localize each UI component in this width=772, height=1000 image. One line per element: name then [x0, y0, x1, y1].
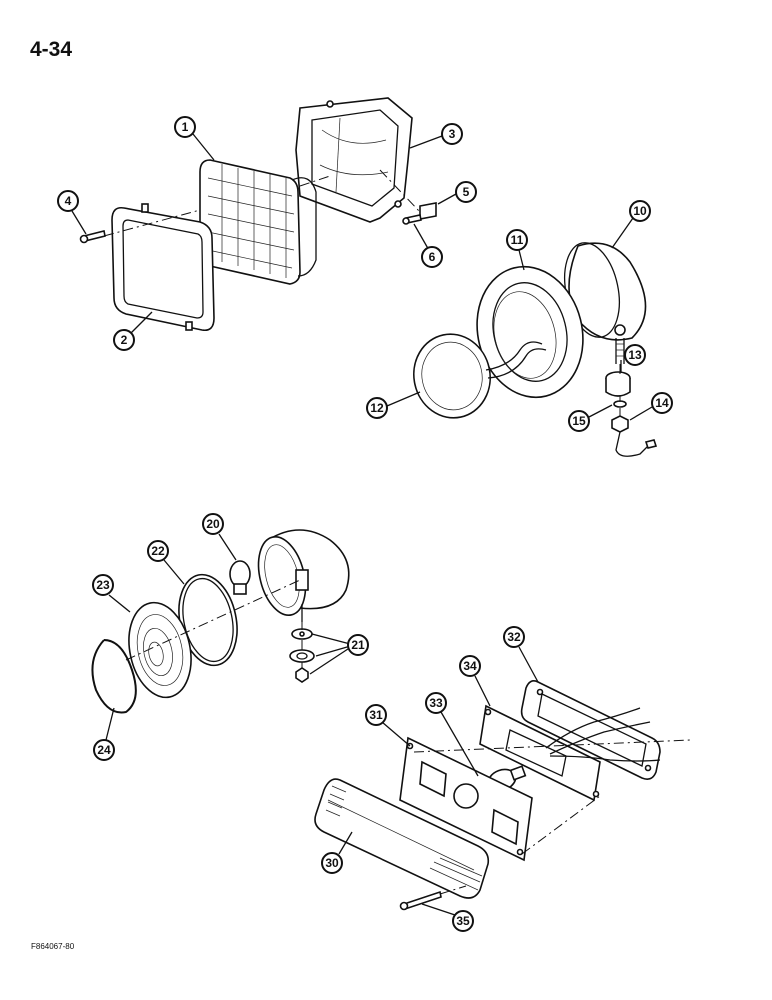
callout-33: 33	[425, 692, 447, 714]
spacer-13-drawing	[605, 371, 631, 397]
gasket-31-drawing	[399, 736, 533, 862]
svg-text:21: 21	[351, 638, 365, 652]
callout-10: 10	[629, 200, 651, 222]
headlamp-retaining-ring-drawing	[111, 203, 215, 332]
svg-text:34: 34	[463, 659, 477, 673]
callout-22: 22	[147, 540, 169, 562]
svg-text:6: 6	[429, 250, 436, 264]
svg-text:31: 31	[369, 708, 383, 722]
lens-30-drawing	[314, 778, 490, 899]
svg-text:22: 22	[151, 544, 165, 558]
page-number: 4-34	[30, 38, 73, 61]
lamp-base-34-drawing	[479, 704, 661, 802]
callout-3: 3	[441, 123, 463, 145]
svg-text:33: 33	[429, 696, 443, 710]
svg-text:5: 5	[463, 185, 470, 199]
callout-32: 32	[503, 626, 525, 648]
callout-6: 6	[421, 246, 443, 268]
callout-24: 24	[93, 739, 115, 761]
callout-1: 1	[174, 116, 196, 138]
screw-6-drawing	[402, 214, 422, 225]
callout-21: 21	[347, 634, 369, 656]
rectangular-lamp-assembly	[314, 680, 691, 911]
marker-lamp-housing-drawing	[257, 529, 350, 622]
work-lamp-assembly	[413, 242, 658, 457]
gasket-32-drawing	[520, 680, 661, 780]
figure-code: F864067-80	[31, 942, 75, 951]
callout-2: 2	[113, 329, 135, 351]
callout-13: 13	[624, 344, 646, 366]
callout-5: 5	[455, 181, 477, 203]
svg-text:13: 13	[628, 348, 642, 362]
svg-text:23: 23	[96, 578, 110, 592]
callout-30: 30	[321, 852, 343, 874]
callout-20: 20	[202, 513, 224, 535]
svg-text:1: 1	[182, 120, 189, 134]
svg-text:3: 3	[449, 127, 456, 141]
svg-text:30: 30	[325, 856, 339, 870]
callout-12: 12	[366, 397, 388, 419]
sealed-beam-lamp-drawing	[199, 159, 317, 285]
svg-text:15: 15	[572, 414, 586, 428]
clip-5-drawing	[419, 202, 437, 220]
svg-text:32: 32	[507, 630, 521, 644]
svg-text:11: 11	[511, 233, 524, 247]
headlamp-housing-drawing	[295, 97, 413, 223]
lens-23-drawing	[128, 601, 192, 699]
callout-11: 11	[506, 229, 528, 251]
callout-31: 31	[365, 704, 387, 726]
callout-34: 34	[459, 655, 481, 677]
svg-text:4: 4	[65, 194, 72, 208]
work-sealed-beam-drawing	[413, 333, 547, 419]
callout-35: 35	[452, 910, 474, 932]
callout-23: 23	[92, 574, 114, 596]
headlamp-assembly	[79, 97, 437, 332]
svg-text:35: 35	[456, 914, 470, 928]
svg-text:12: 12	[370, 401, 384, 415]
svg-text:24: 24	[97, 743, 111, 757]
svg-text:14: 14	[655, 396, 669, 410]
retaining-ring-24-drawing	[91, 639, 137, 714]
callout-15: 15	[568, 410, 590, 432]
svg-text:10: 10	[633, 204, 647, 218]
bulb-20-drawing	[229, 560, 251, 595]
callout-4: 4	[57, 190, 79, 212]
marker-lamp-assembly	[91, 529, 350, 714]
screw-4-drawing	[79, 230, 106, 244]
svg-text:20: 20	[206, 517, 220, 531]
callout-14: 14	[651, 392, 673, 414]
screw-35-drawing	[399, 890, 442, 911]
nut-14-drawing	[611, 415, 658, 457]
svg-text:2: 2	[121, 333, 128, 347]
